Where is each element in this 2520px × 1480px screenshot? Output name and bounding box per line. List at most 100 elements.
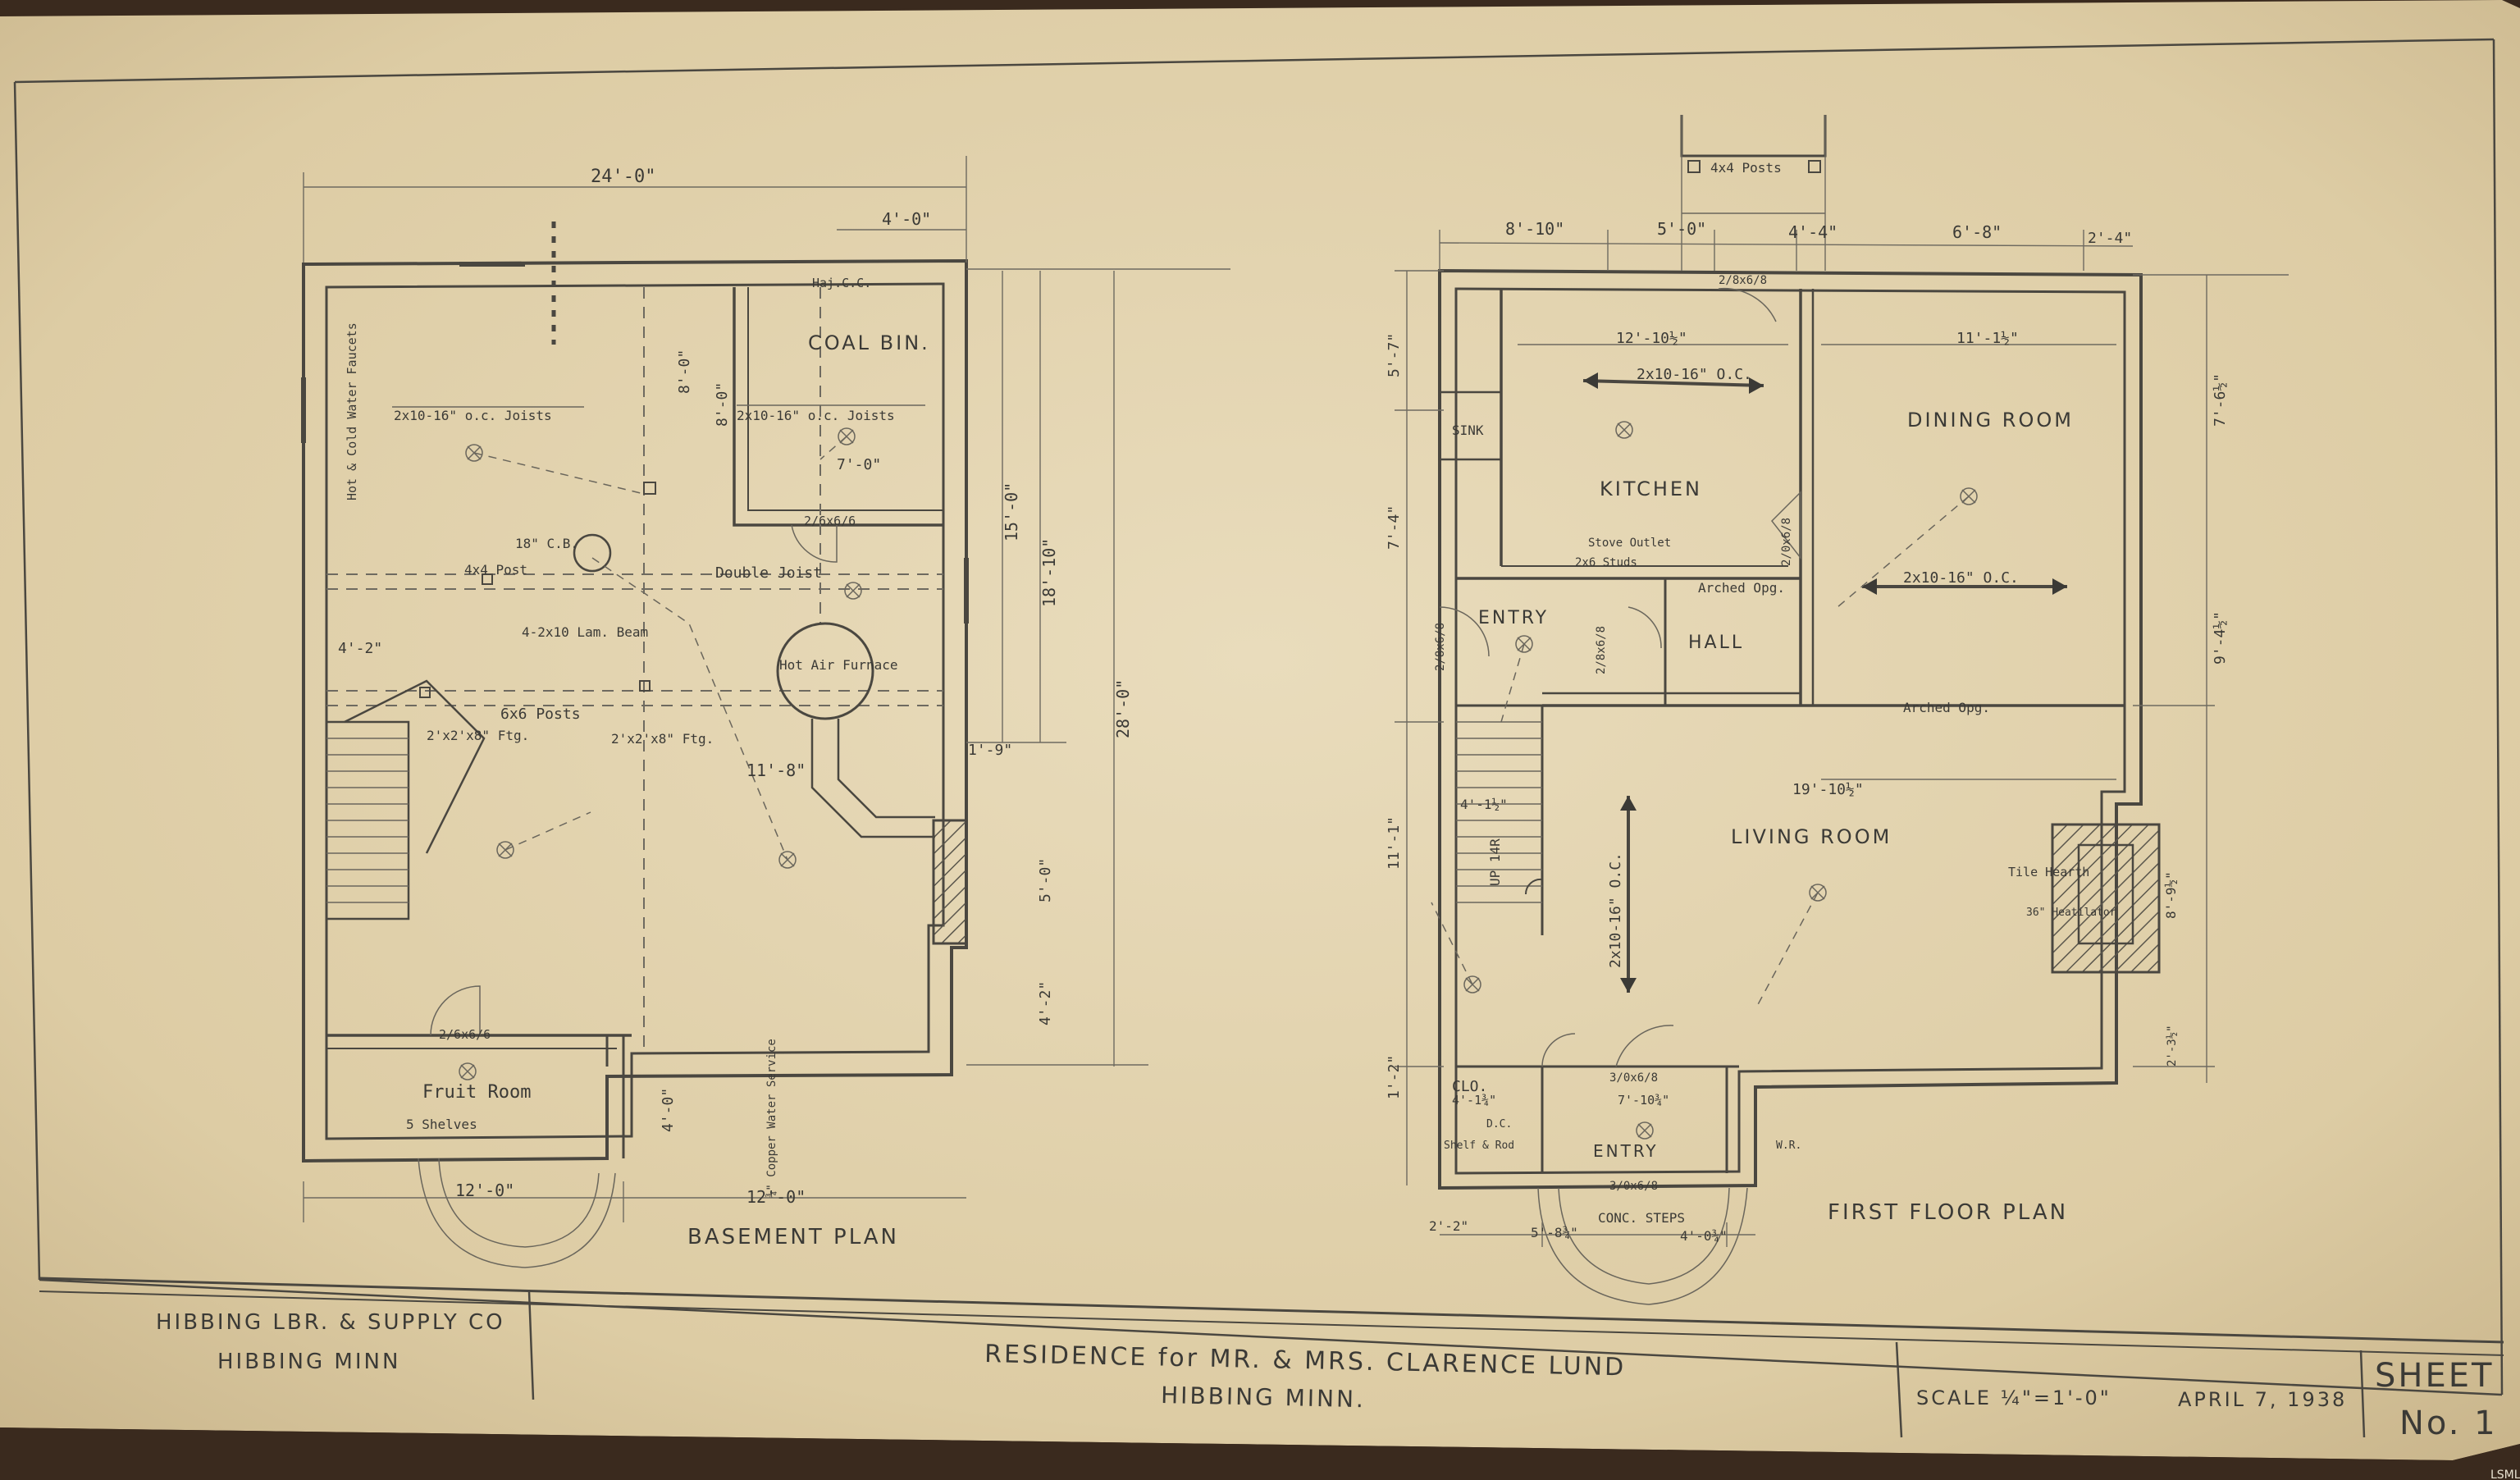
arched-opening-1: Arched Opg.: [1698, 580, 1785, 596]
tile-hearth-note: Tile Hearth: [2008, 865, 2089, 879]
basement-dim-1-9: 1'-9": [968, 742, 1012, 759]
ff-dim-bot-b: 5'-8¾": [1531, 1225, 1578, 1240]
ff-stair-width: 4'-1½": [1460, 797, 1508, 812]
ff-dim-right-2: 2'-3½": [2166, 1025, 2179, 1067]
basement-dim-top: 24'-0": [591, 167, 655, 187]
first-floor-dimensions: [1395, 115, 2289, 1247]
ftg-note-2: 2'x2'x8" Ftg.: [611, 731, 714, 747]
basement-dim-11-8: 11'-8": [746, 761, 806, 780]
lower-entry-label: ENTRY: [1593, 1141, 1659, 1161]
company-name: HIBBING LBR. & SUPPLY CO: [156, 1310, 505, 1335]
basement-dim-5: 5'-0": [1037, 858, 1054, 902]
closet-label: CLO.: [1452, 1078, 1487, 1095]
mls-watermark: LSMLS: [2490, 1469, 2520, 1480]
dining-joists-note: 2x10-16" O.C.: [1903, 569, 2019, 587]
door-note-c: 2/8x6/8: [1595, 626, 1608, 674]
basement-joists-note: 2x10-16" o.c. Joists: [394, 408, 552, 423]
heatilator-note: 36" Heatilator: [2026, 907, 2116, 919]
shelves-note: 5 Shelves: [406, 1117, 477, 1132]
upper-entry-label: ENTRY: [1478, 608, 1549, 628]
door-note-2: 2/6x6/6: [804, 514, 856, 528]
shelf-rod-note: Shelf & Rod: [1444, 1140, 1514, 1152]
basement-dim-top-right: 4'-0": [882, 209, 931, 229]
ff-dim-left-5: 5'-7": [1386, 333, 1403, 377]
furnace-circle: [776, 622, 874, 720]
haj-note: Haj.C.C.: [812, 276, 871, 290]
ff-living-width: 19'-10½": [1792, 781, 1864, 798]
drawing-scale: SCALE ¼"=1'-0": [1916, 1386, 2111, 1409]
faucets-note: Hot & Cold Water Faucets: [345, 322, 359, 500]
basement-plan-title: BASEMENT PLAN: [687, 1225, 899, 1249]
ff-clo-width: 4'-1¾": [1452, 1093, 1496, 1108]
ff-entry-width: 7'-10¾": [1618, 1093, 1669, 1108]
basement-dim-bottom-right: 12'-0": [746, 1187, 806, 1207]
ff-dim-top-d: 6'-8": [1952, 222, 2002, 242]
stair-up-note: UP 14R: [1487, 838, 1503, 886]
ff-dim-bot-a: 2'-2": [1429, 1218, 1468, 1234]
ff-dim-right-7: 7'-6½": [2212, 373, 2229, 427]
basement-dim-18: 18'-10": [1039, 538, 1059, 607]
ftg-note-1: 2'x2'x8" Ftg.: [427, 728, 529, 743]
sheet-label: SHEET: [2375, 1357, 2494, 1395]
fruit-room-label: Fruit Room: [422, 1082, 531, 1103]
sheet-number: No. 1: [2399, 1405, 2498, 1442]
sink-label: SINK: [1452, 423, 1484, 438]
wr-note: W.R.: [1776, 1140, 1801, 1152]
sink: [1438, 391, 1503, 461]
posts-note: 6x6 Posts: [500, 706, 581, 723]
coal-joists-note: 2x10-16" o.c. Joists: [737, 408, 895, 423]
first-floor-joist-arrows: [1582, 372, 2067, 993]
stove-outlet-note: Stove Outlet: [1588, 537, 1671, 550]
living-joists-note: 2x10-16" O.C.: [1607, 852, 1624, 968]
ff-kitchen-width: 12'-10½": [1616, 330, 1687, 347]
posts-note-ff: 4x4 Posts: [1710, 160, 1782, 176]
first-floor-plan: 8'-10" 5'-0" 4'-4" 6'-8" 2'-4" 12'-10½" …: [1386, 115, 2289, 1305]
double-joist-note: Double Joist: [715, 564, 822, 582]
ff-dim-bot-c: 4'-0¾": [1680, 1228, 1728, 1244]
door-note-b: 2/8x6/8: [1434, 623, 1447, 671]
kitchen-joists-note: 2x10-16" O.C.: [1637, 366, 1752, 383]
ff-dim-left-11: 11'-1": [1386, 816, 1403, 870]
ff-dim-right-8: 8'-9½": [2163, 871, 2179, 919]
door-note-f: 2/0x6/8: [1780, 518, 1793, 566]
door-note-e: 3/0x6/8: [1609, 1180, 1658, 1193]
door-note-1: 2/6x6/6: [439, 1027, 491, 1042]
post-note: 4x4 Post: [464, 562, 527, 578]
ff-dim-top-e: 2'-4": [2088, 230, 2132, 247]
sheet-border: [13, 38, 2504, 1396]
furnace-label: Hot Air Furnace: [779, 657, 898, 673]
kitchen-label: KITCHEN: [1600, 477, 1702, 500]
ff-dining-width: 11'-1½": [1956, 330, 2019, 347]
studs-note: 2x6 Studs: [1575, 556, 1637, 569]
arched-opening-2: Arched Opg.: [1903, 700, 1990, 715]
ff-dim-top-a: 8'-10": [1505, 219, 1564, 239]
conc-steps-note: CONC. STEPS: [1598, 1210, 1685, 1226]
ff-dim-right-9: 9'-4½": [2212, 611, 2229, 665]
basement-dim-8b: 8'-0": [714, 382, 731, 427]
first-floor-plan-title: FIRST FLOOR PLAN: [1828, 1200, 2068, 1225]
drawing-date: APRIL 7, 1938: [2178, 1388, 2347, 1411]
basement-dim-7: 7'-0": [837, 456, 881, 473]
basement-light-fixtures: [459, 427, 862, 1080]
ff-dim-top-c: 4'-4": [1788, 222, 1838, 242]
residence-city: HIBBING MINN.: [1161, 1382, 1366, 1413]
ff-dim-left-1: 1'-2": [1386, 1055, 1403, 1099]
first-floor-stairs: [1456, 721, 1543, 903]
basement-dim-4-2-left: 4'-2": [338, 640, 382, 657]
dining-room-label: DINING ROOM: [1907, 409, 2074, 432]
basement-plan: 24'-0" 4'-0" 15'-0" 18'-10" 28'-0" 5'-0"…: [301, 156, 1230, 1268]
ff-dim-left-7: 7'-4": [1386, 505, 1403, 550]
basement-dim-fruit-4: 4'-0": [660, 1088, 677, 1132]
water-note: ¾" Copper Water Service: [765, 1039, 778, 1198]
company-city: HIBBING MINN: [217, 1350, 400, 1374]
coal-bin-label: COAL BIN.: [808, 331, 930, 354]
basement-dim-15: 15'-0": [1002, 482, 1021, 541]
cb-note: 18" C.B.: [515, 536, 578, 551]
basement-dim-4-2-right: 4'-2": [1037, 981, 1054, 1025]
door-note-a: 2/8x6/8: [1719, 274, 1767, 287]
fireplace: [2051, 823, 2161, 974]
basement-dimensions: [303, 156, 1230, 1222]
chimney-base: [932, 819, 968, 945]
